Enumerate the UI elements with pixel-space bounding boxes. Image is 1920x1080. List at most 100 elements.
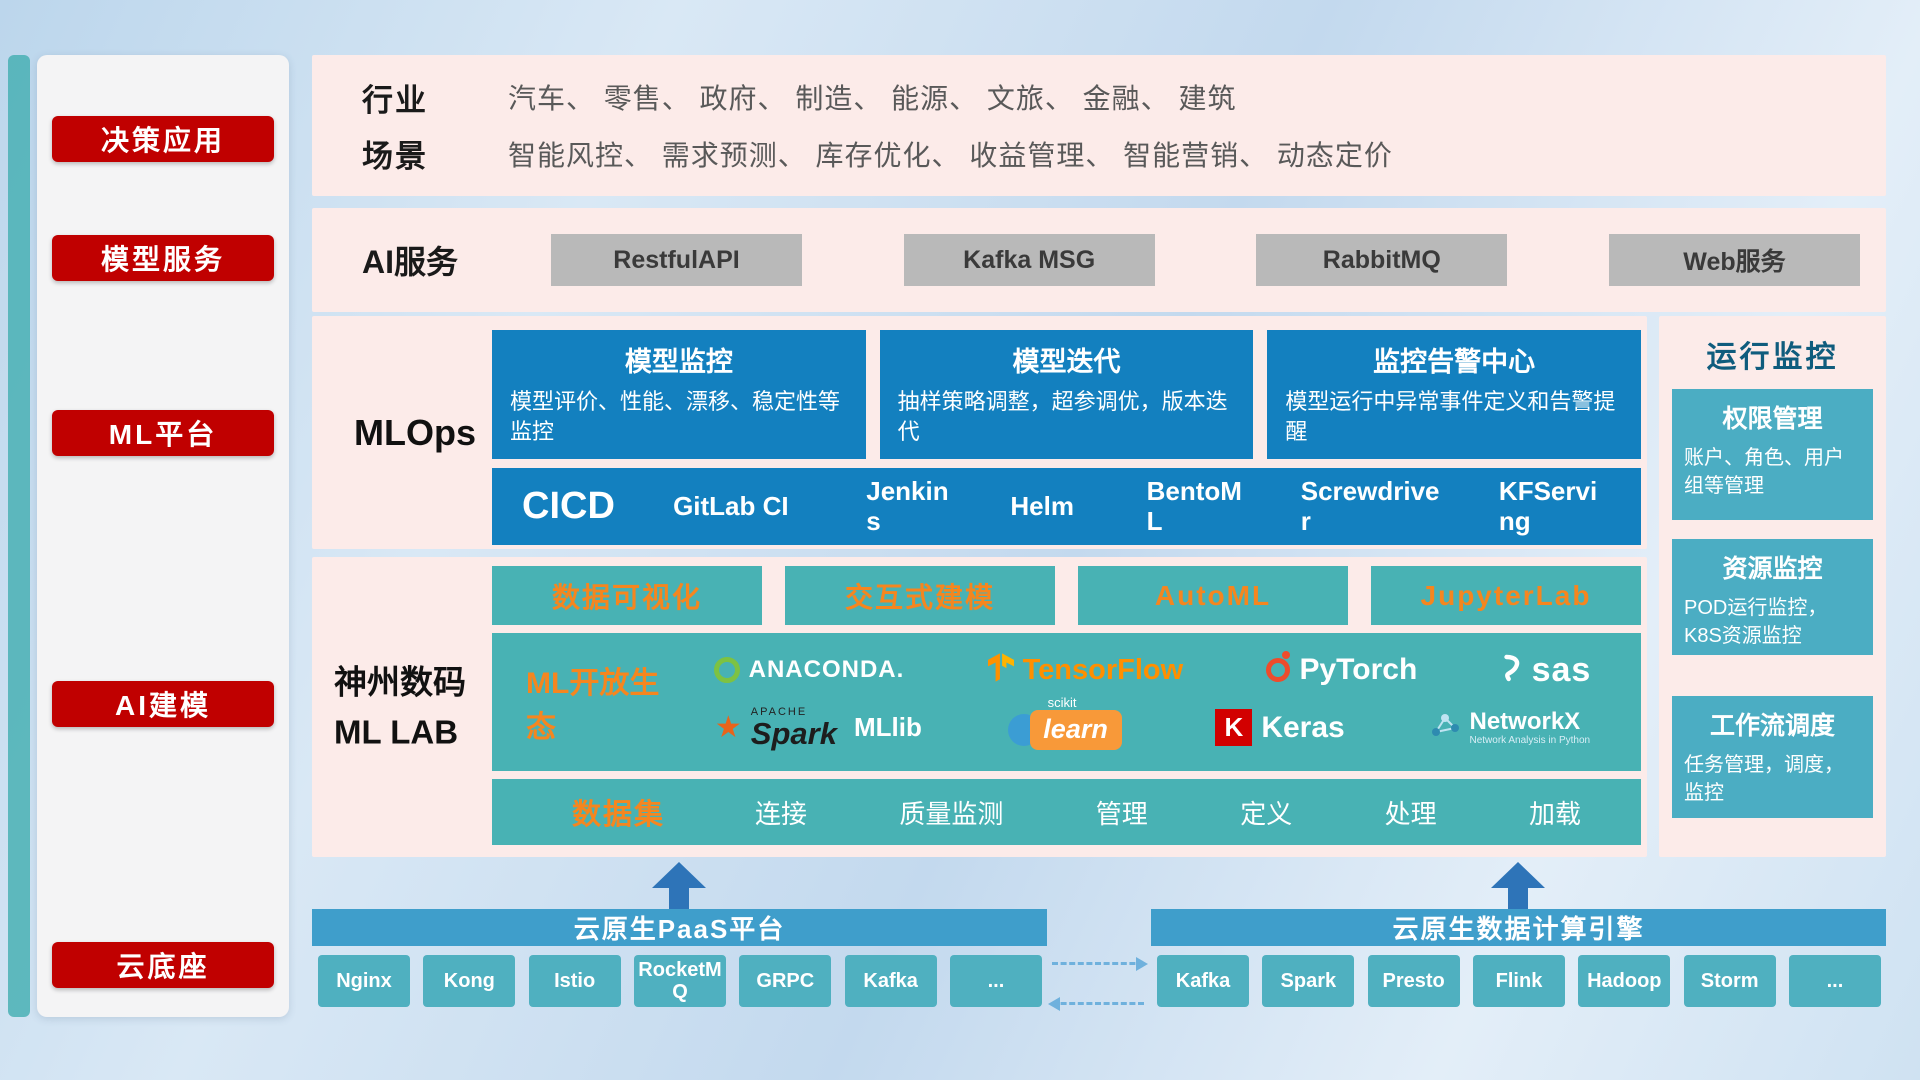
dataset-item-connect: 连接 [755, 798, 808, 829]
cicd-tool-bentoml: BentoML [1146, 475, 1242, 536]
networkx-wordmark: NetworkX Network Analysis in Python [1469, 707, 1590, 746]
mlops-panel: MLOps 模型监控 模型评价、性能、漂移、稳定性等监控 模型迭代 抽样策略调整… [312, 316, 1647, 549]
logo-row-1: ANACONDA. TensorFlow PyTorch [672, 651, 1633, 690]
dataset-item-quality: 质量监测 [899, 798, 1004, 829]
chip-kafka: Kafka [1157, 955, 1249, 1007]
arrow-head [1491, 862, 1545, 888]
dataset-label: 数据集 [572, 799, 666, 831]
card-desc: 任务管理，调度，监控 [1684, 754, 1844, 804]
arrow-stem [1508, 888, 1528, 909]
scenario-row: 场景 智能风控、 需求预测、 库存优化、 收益管理、 智能营销、 动态定价 [312, 131, 1886, 176]
scikit-label: scikit [1047, 694, 1077, 710]
feature-jupyterlab: JupyterLab [1371, 566, 1641, 625]
card-title: 权限管理 [1722, 405, 1823, 433]
pytorch-label: PyTorch [1299, 653, 1418, 686]
cicd-tool-jenkins: Jenkins [866, 475, 949, 536]
scikit-learn-icon: learn scikit [1007, 695, 1130, 754]
card-desc: POD运行监控，K8S资源监控 [1684, 597, 1828, 647]
runtime-monitoring-title: 运行监控 [1706, 341, 1839, 374]
chip-storm: Storm [1683, 955, 1776, 1007]
model-monitoring-card: 模型监控 模型评价、性能、漂移、稳定性等监控 [492, 330, 866, 459]
data-engine-bar: 云原生数据计算引擎 [1151, 909, 1886, 946]
resource-monitoring-card: 资源监控 POD运行监控，K8S资源监控 [1672, 539, 1873, 655]
cicd-tool-helm: Helm [1010, 490, 1074, 521]
chip-kong: Kong [423, 955, 516, 1007]
industry-label: 行业 [362, 82, 428, 118]
keras-label: Keras [1261, 710, 1345, 744]
feature-interactive-modeling: 交互式建模 [785, 566, 1055, 625]
dataset-item-define: 定义 [1240, 798, 1293, 829]
industry-scenario-panel: 行业 汽车、 零售、 政府、 制造、 能源、 文旅、 金融、 建筑 场景 智能风… [312, 55, 1886, 196]
scenario-list: 智能风控、 需求预测、 库存优化、 收益管理、 智能营销、 动态定价 [508, 139, 1393, 171]
sas-icon [1501, 654, 1523, 687]
networkx-label: NetworkX [1469, 707, 1581, 735]
card-title: 工作流调度 [1709, 712, 1835, 740]
mlops-label: MLOps [354, 411, 476, 453]
paas-chips: Nginx Kong Istio RocketMQ GRPC Kafka ... [318, 955, 1042, 1007]
left-decor-strip [8, 55, 30, 1017]
keras-k-icon: K [1215, 709, 1253, 746]
ml-ecosystem-logos: ANACONDA. TensorFlow PyTorch [672, 633, 1641, 771]
alert-center-card: 监控告警中心 模型运行中异常事件定义和告警提醒 [1267, 330, 1642, 459]
cicd-label: CICD [522, 485, 615, 527]
feature-automl: AutoML [1078, 566, 1348, 625]
chip-grpc: GRPC [739, 955, 832, 1007]
card-desc: 抽样策略调整，超参调优，版本迭代 [897, 389, 1228, 444]
pytorch-icon [1266, 651, 1291, 682]
sidebar-item-ai-modeling: AI建模 [52, 681, 274, 727]
dashed-arrow-left [1048, 997, 1144, 1011]
cicd-bar: CICD GitLab CI Jenkins Helm BentoML Scre… [492, 468, 1641, 545]
networkx-icon [1430, 710, 1460, 745]
ai-service-label: AI服务 [362, 244, 459, 280]
sidebar-item-ml-platform: ML平台 [52, 410, 274, 456]
mllab-label: 神州数码 ML LAB [334, 658, 489, 757]
feature-data-visualization: 数据可视化 [492, 566, 762, 625]
card-desc: 账户、角色、用户组等管理 [1684, 447, 1844, 497]
ai-service-button-rabbitmq: RabbitMQ [1256, 234, 1508, 286]
paas-platform-bar: 云原生PaaS平台 [312, 909, 1047, 946]
sidebar-item-decision-app: 决策应用 [52, 116, 274, 162]
workflow-scheduling-card: 工作流调度 任务管理，调度，监控 [1672, 696, 1873, 818]
chip-hadoop: Hadoop [1578, 955, 1671, 1007]
tensorflow-icon [987, 653, 1014, 687]
spark-wordmark: APACHE Spark [750, 705, 837, 751]
spark-label: Spark [750, 715, 837, 751]
industry-row: 行业 汽车、 零售、 政府、 制造、 能源、 文旅、 金融、 建筑 [312, 75, 1886, 120]
ml-ecosystem-block: ML开放生态 ANACONDA. TensorFlow [492, 633, 1641, 771]
card-desc: 模型评价、性能、漂移、稳定性等监控 [510, 389, 841, 444]
dataset-items: 连接 质量监测 管理 定义 处理 加载 [755, 794, 1581, 831]
permission-management-card: 权限管理 账户、角色、用户组等管理 [1672, 389, 1873, 520]
mllab-label-line2: ML LAB [334, 713, 459, 750]
keras-logo: K Keras [1215, 709, 1345, 746]
scenario-label: 场景 [362, 139, 428, 175]
card-title: 监控告警中心 [1373, 347, 1536, 377]
chip-istio: Istio [528, 955, 621, 1007]
up-arrow-left [652, 862, 706, 909]
card-desc: 模型运行中异常事件定义和告警提醒 [1285, 389, 1616, 444]
ai-service-button-web: Web服务 [1608, 234, 1860, 286]
chip-kafka: Kafka [844, 955, 937, 1007]
card-title: 资源监控 [1722, 555, 1823, 583]
dashed-arrow-right [1052, 957, 1148, 971]
sas-label: sas [1531, 650, 1592, 689]
mllab-feature-buttons: 数据可视化 交互式建模 AutoML JupyterLab [492, 566, 1641, 625]
cicd-tool-screwdriver: Screwdriver [1300, 475, 1440, 536]
chip-rocketmq: RocketMQ [633, 955, 726, 1007]
scikit-learn-logo: learn scikit [1007, 695, 1130, 754]
apache-label: APACHE [750, 705, 808, 718]
learn-badge: learn [1029, 709, 1122, 750]
ai-service-button-restfulapi: RestfulAPI [551, 234, 802, 286]
card-title: 模型迭代 [1012, 347, 1121, 377]
engine-chips: Kafka Spark Presto Flink Hadoop Storm ..… [1157, 955, 1881, 1007]
mlops-cards: 模型监控 模型评价、性能、漂移、稳定性等监控 模型迭代 抽样策略调整，超参调优，… [492, 330, 1642, 459]
networkx-logo: NetworkX Network Analysis in Python [1430, 707, 1590, 746]
dataset-item-process: 处理 [1384, 798, 1437, 829]
arrow-head [652, 862, 706, 888]
dataset-item-manage: 管理 [1095, 798, 1148, 829]
sidebar: 决策应用 模型服务 ML平台 AI建模 云底座 [37, 55, 289, 1017]
tensorflow-logo: TensorFlow [987, 653, 1183, 687]
dataset-row: 数据集 连接 质量监测 管理 定义 处理 加载 [492, 779, 1641, 845]
mllab-label-line1: 神州数码 [334, 663, 466, 701]
mllab-panel: 神州数码 ML LAB 数据可视化 交互式建模 AutoML JupyterLa… [312, 557, 1647, 857]
